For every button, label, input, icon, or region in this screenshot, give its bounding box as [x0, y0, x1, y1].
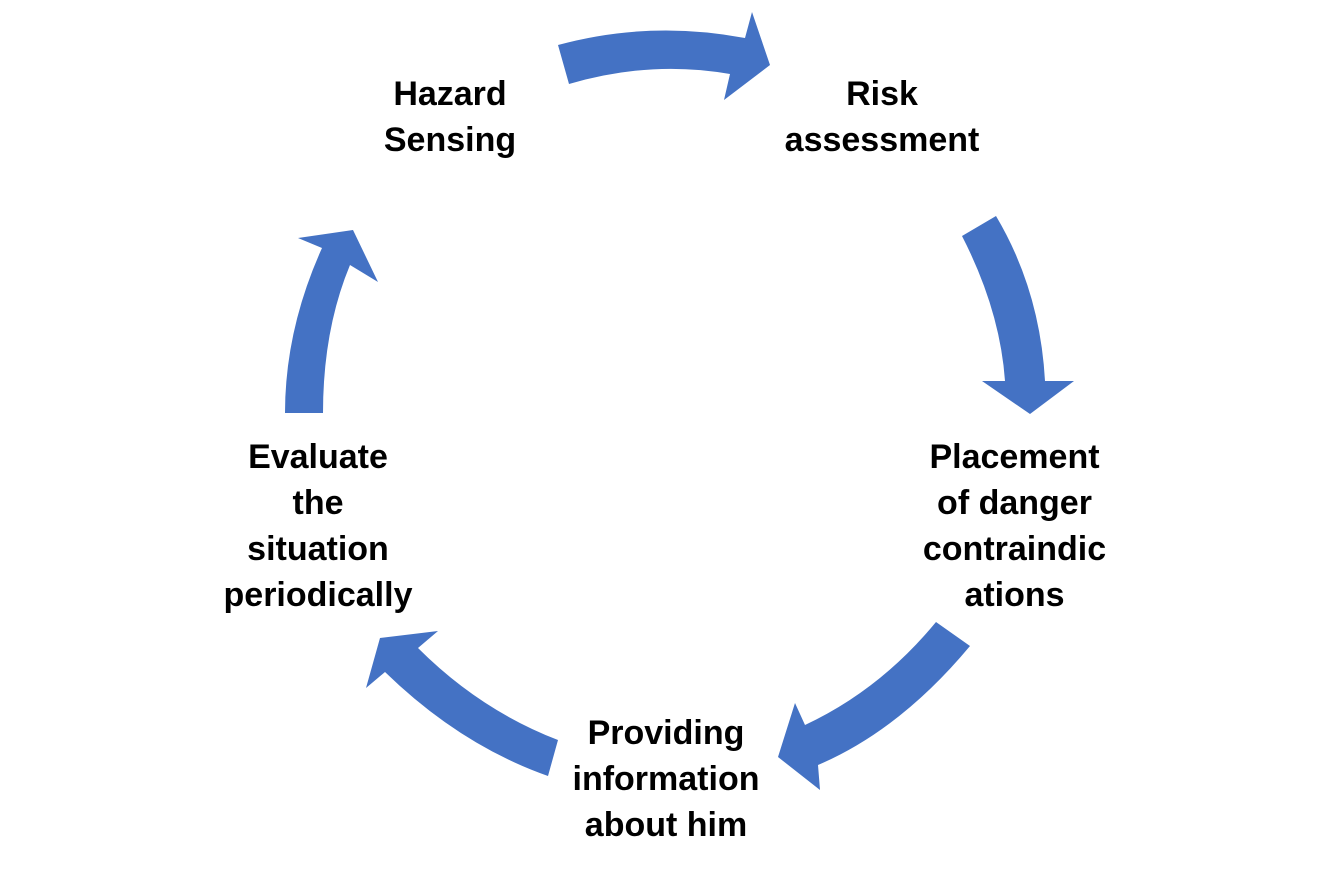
step-risk-assessment-line-2: assessment — [784, 121, 980, 159]
step-placement-danger-line-1: Placement — [929, 438, 1100, 476]
step-hazard-sensing: Hazard Sensing — [350, 71, 550, 163]
step-evaluate-situation: Evaluate the situation periodically — [198, 434, 438, 618]
step-evaluate-situation-line-4: periodically — [223, 576, 413, 614]
step-risk-assessment-line-1: Risk — [846, 75, 918, 113]
step-providing-information-line-3: about him — [584, 806, 748, 844]
step-placement-danger-line-3: contraindic — [922, 530, 1107, 568]
cycle-arrow-2 — [962, 216, 1074, 414]
step-placement-danger-line-4: ations — [964, 576, 1065, 614]
step-evaluate-situation-line-2: the — [292, 484, 344, 522]
step-evaluate-situation-line-3: situation — [247, 530, 389, 568]
step-evaluate-situation-line-1: Evaluate — [248, 438, 388, 476]
step-hazard-sensing-line-2: Sensing — [383, 121, 517, 159]
cycle-arrow-5 — [285, 230, 378, 413]
step-risk-assessment: Risk assessment — [772, 71, 992, 163]
step-placement-danger: Placement of danger contraindic ations — [902, 434, 1127, 618]
step-hazard-sensing-line-1: Hazard — [393, 75, 507, 113]
step-providing-information: Providing information about him — [547, 710, 785, 848]
cycle-arrow-3 — [778, 622, 970, 790]
step-placement-danger-line-2: of danger — [937, 484, 1092, 522]
cycle-arrow-1 — [558, 12, 770, 100]
step-providing-information-line-1: Providing — [587, 714, 745, 752]
step-providing-information-line-2: information — [572, 760, 760, 798]
cycle-arrow-4 — [366, 631, 558, 776]
